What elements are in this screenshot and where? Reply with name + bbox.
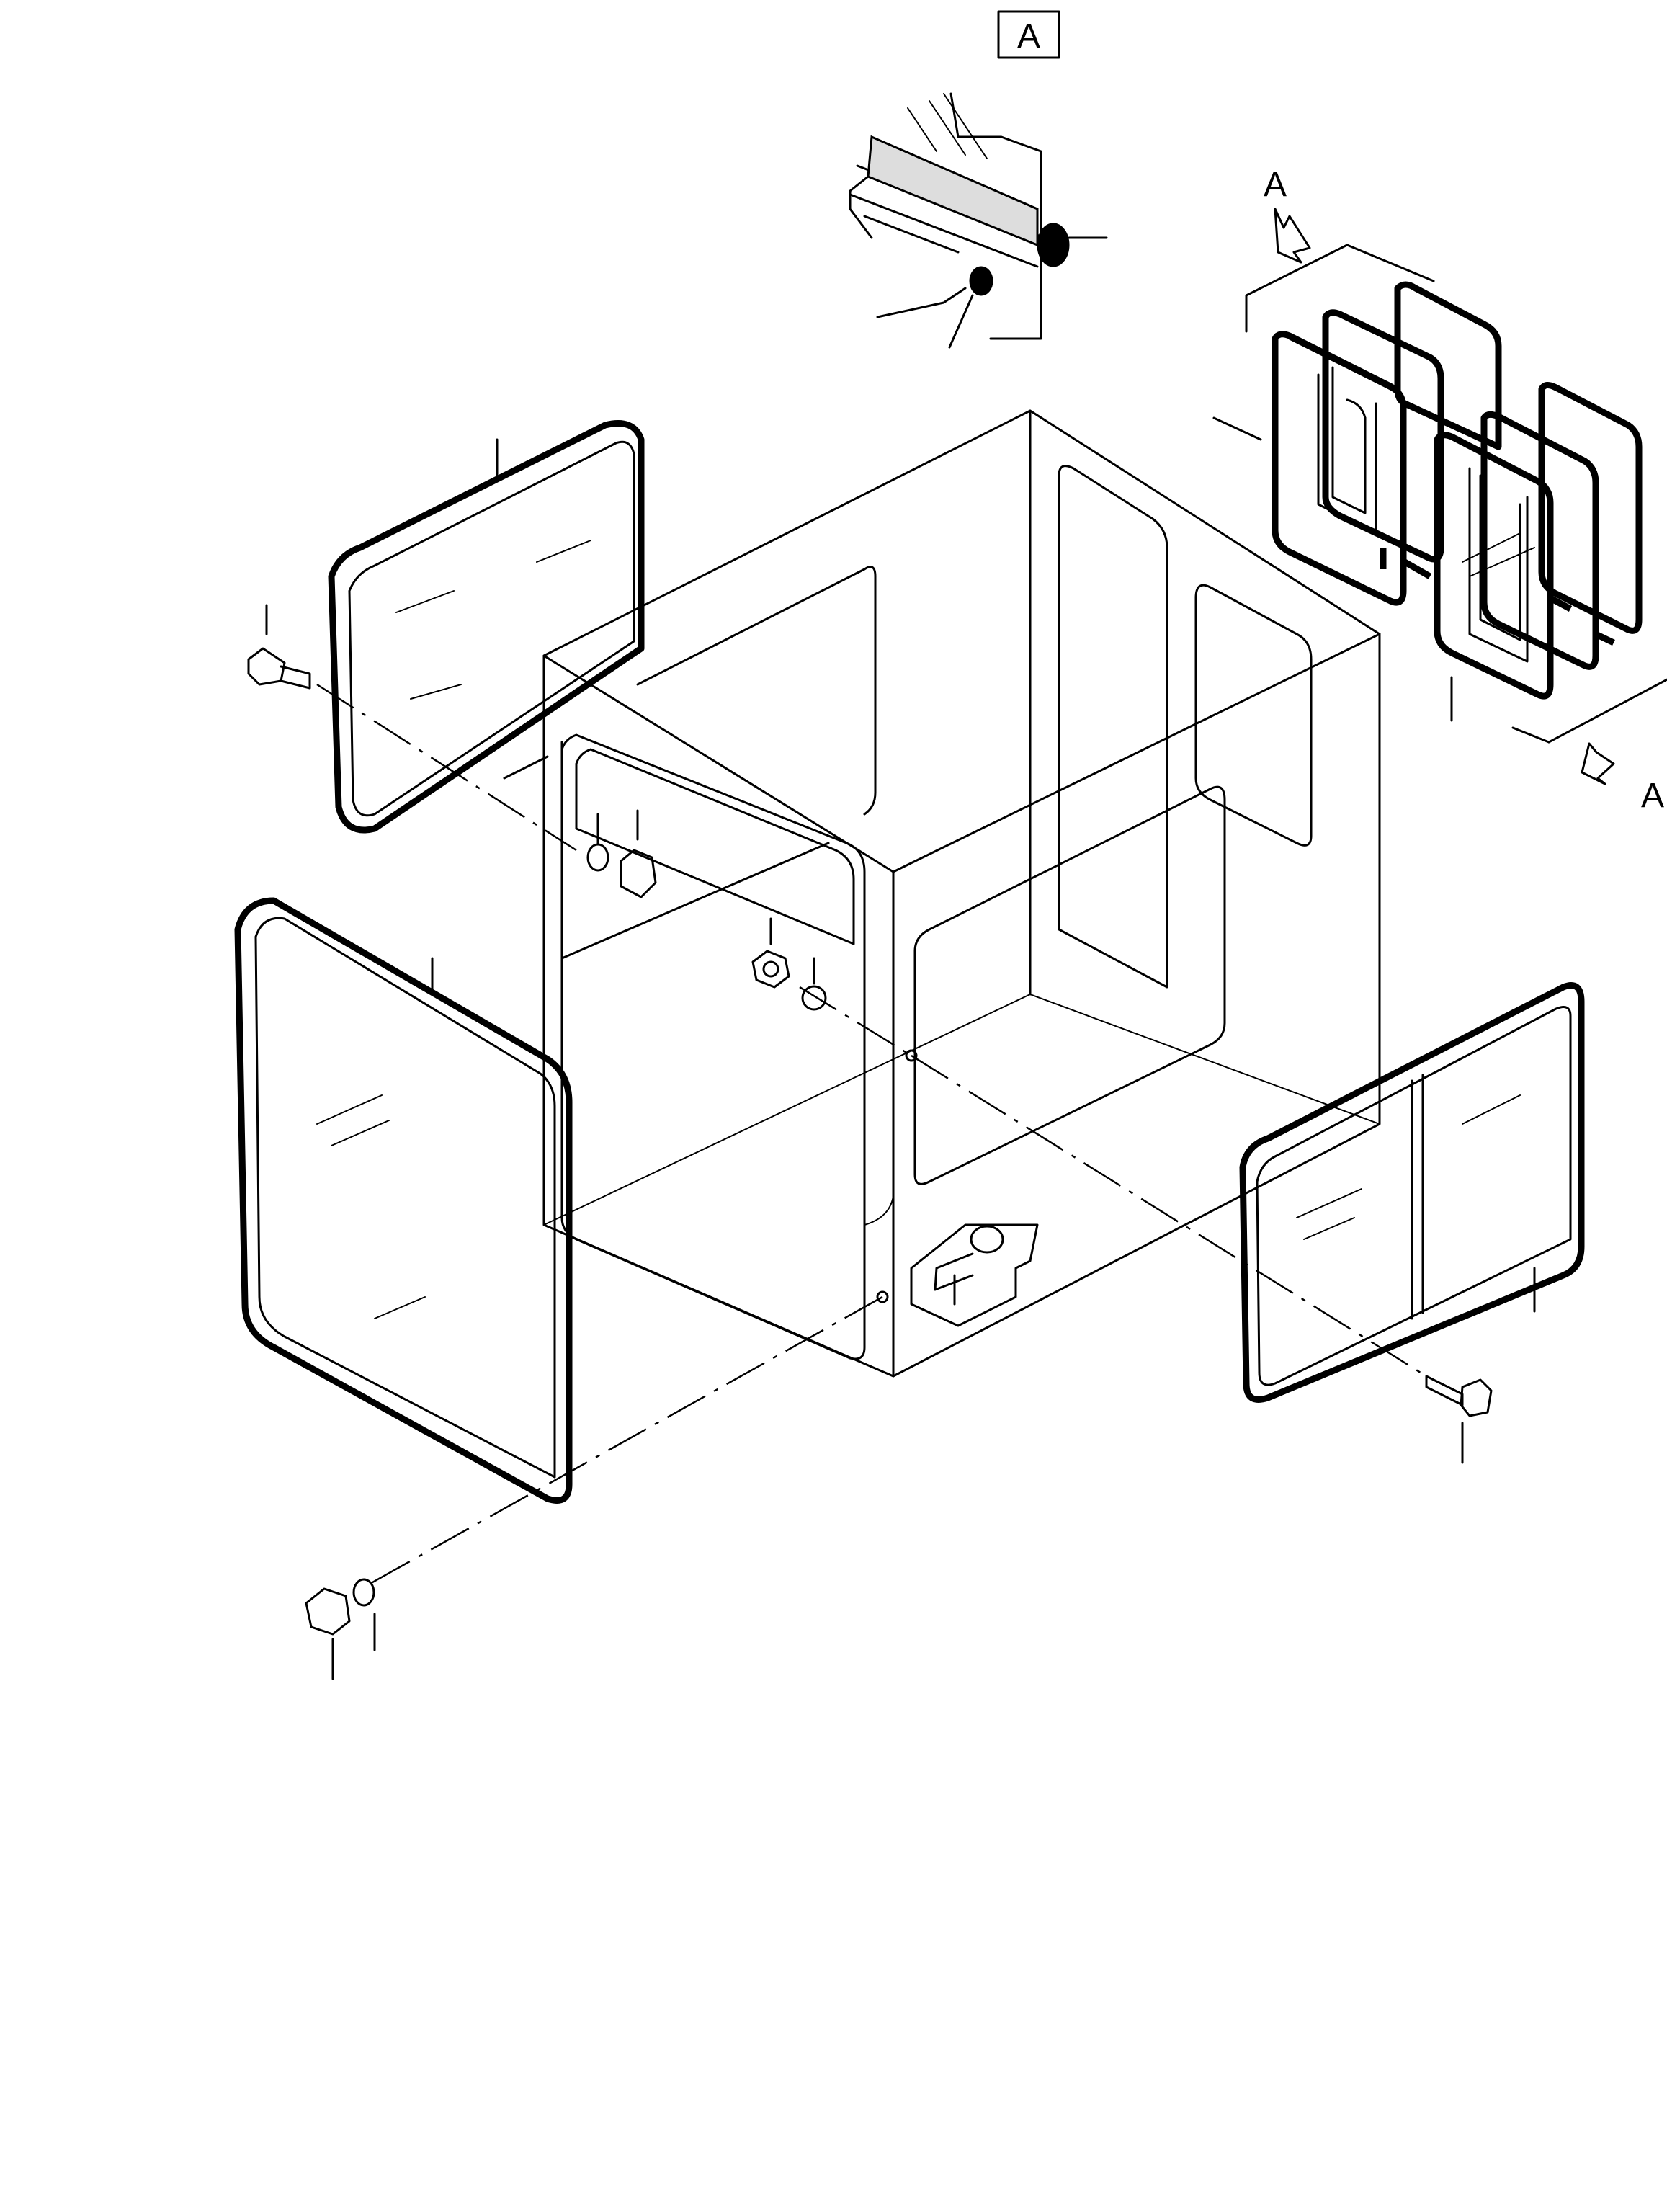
seal-group-bracket bbox=[1212, 244, 1667, 744]
detail-a-label: A bbox=[1017, 17, 1040, 55]
door-window-seal-stack bbox=[1434, 382, 1643, 700]
left-side-window bbox=[234, 897, 573, 1504]
view-arrow-top-label: A bbox=[1264, 166, 1287, 204]
bolt-upper-left bbox=[247, 604, 311, 690]
detail-a-seal-profile bbox=[849, 92, 1108, 349]
nut-washer-center bbox=[751, 917, 827, 1011]
view-arrow-top: A bbox=[1264, 166, 1311, 264]
detail-a-box: A bbox=[997, 10, 1060, 59]
bolt-right bbox=[1425, 1375, 1493, 1464]
cab-bolt-cutaway bbox=[910, 1223, 1039, 1327]
washer-nut-left bbox=[586, 809, 657, 898]
view-arrow-bottom: A bbox=[1581, 742, 1664, 815]
rear-window-seal-stack bbox=[1272, 281, 1502, 606]
nut-washer-bottom-left bbox=[305, 1578, 376, 1680]
cab-body bbox=[542, 409, 1381, 1378]
upper-left-window bbox=[328, 420, 645, 834]
assembly-center-lines bbox=[316, 683, 1427, 1587]
view-arrow-bottom-label: A bbox=[1641, 777, 1664, 815]
right-side-window bbox=[1239, 982, 1585, 1403]
